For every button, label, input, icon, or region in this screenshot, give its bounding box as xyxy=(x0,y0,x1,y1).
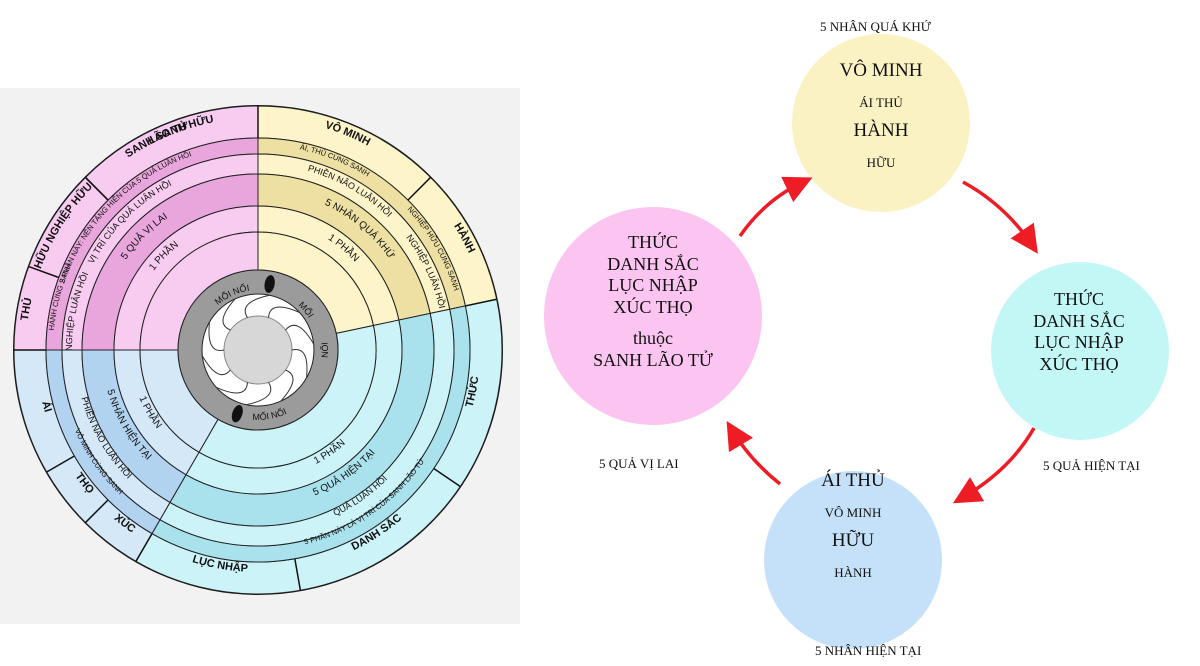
arrow-right-to-bottom xyxy=(952,427,1036,504)
hub-node-1 xyxy=(231,405,243,423)
hub-petal-9 xyxy=(285,324,315,345)
left-extra-1: thuộc xyxy=(633,328,673,349)
outer-segment-label-9-path: THỦ xyxy=(19,297,35,322)
left-line-4: XÚC THỌ xyxy=(613,296,693,317)
bottom-line-2: VÔ MINH xyxy=(824,504,882,520)
hub-label-2-path: NỐI xyxy=(319,342,330,358)
right-circle-text: THỨC DANH SẮC LỤC NHẬP XÚC THỌ xyxy=(990,289,1168,375)
right-line-2: DANH SẮC xyxy=(1033,310,1125,331)
top-circle-text: VÔ MINH ÁI THỦ HÀNH HỮU xyxy=(792,60,970,171)
wheel-segment-divider-2 xyxy=(407,176,432,201)
arrow-bottom-to-left xyxy=(726,420,782,486)
caption-future-results: 5 QUẢ VỊ LAI xyxy=(599,456,679,471)
hub-petal-4 xyxy=(201,355,231,376)
arrow-left-to-top xyxy=(738,176,813,237)
hub-petal-0 xyxy=(291,348,308,379)
left-line-3: LỤC NHẬP xyxy=(608,275,698,296)
circle-present-results xyxy=(991,262,1169,440)
top-line-1: VÔ MINH xyxy=(839,60,923,81)
right-line-4: XÚC THỌ xyxy=(1039,353,1119,374)
bottom-line-3: HỮU xyxy=(831,530,875,552)
top-line-4: HỮU xyxy=(866,155,896,171)
hub-petal-6 xyxy=(222,298,236,331)
circle-past-causes xyxy=(792,34,970,212)
outer-segment-label-9: THỦ xyxy=(19,297,35,322)
outer-segment-label-8-path: ÁI xyxy=(39,400,54,414)
wheel-segment-divider-5 xyxy=(294,558,302,591)
wheel-segment-divider-4 xyxy=(433,467,461,488)
bottom-line-4: HÀNH xyxy=(834,565,872,581)
wheel-segment-divider-3 xyxy=(465,298,497,307)
hub-petal-8 xyxy=(268,306,300,318)
left-extra-2: SANH LÃO TỬ xyxy=(593,349,713,370)
top-line-2: ÁI THỦ xyxy=(859,94,903,110)
hub-petal-1 xyxy=(280,369,294,402)
hub-petal-5 xyxy=(208,321,225,352)
bottom-circle-text: ÁI THỦ VÔ MINH HỮU HÀNH xyxy=(764,470,942,581)
caption-present-causes: 5 NHÂN HIỆN TẠI xyxy=(815,643,922,658)
cycle-diagram xyxy=(544,34,1169,649)
hub-label-2: NỐI xyxy=(319,342,330,358)
wheel-segment-divider-10 xyxy=(28,265,60,279)
hub-petal-7 xyxy=(244,294,270,318)
wheel-segment-divider-8 xyxy=(46,455,75,473)
arrow-top-to-right xyxy=(962,180,1038,254)
circle-present-causes xyxy=(764,471,942,649)
wheel-segment-divider-6 xyxy=(135,533,153,562)
right-line-1: THỨC xyxy=(1054,289,1104,309)
wheel-hub-center xyxy=(223,315,293,385)
hub-petal-2 xyxy=(246,382,272,406)
top-line-3: HÀNH xyxy=(853,120,909,142)
outer-segment-label-8: ÁI xyxy=(39,400,54,414)
left-line-2: DANH SẮC xyxy=(607,253,699,274)
hub-node-0 xyxy=(264,275,275,293)
caption-present-results: 5 QUẢ HIỆN TẠI xyxy=(1043,458,1140,473)
circle-future-results xyxy=(544,207,762,425)
bottom-line-1: ÁI THỦ xyxy=(821,470,885,491)
caption-past-causes: 5 NHÂN QUÁ KHỨ xyxy=(820,19,931,34)
hub-petal-3 xyxy=(216,382,248,394)
left-circle-text: THỨC DANH SẮC LỤC NHẬP XÚC THỌ thuộc SAN… xyxy=(563,232,743,372)
wheel-segment-divider-11 xyxy=(84,176,109,201)
left-line-1: THỨC xyxy=(628,232,678,252)
right-line-3: LỤC NHẬP xyxy=(1034,332,1124,353)
wheel-segment-divider-7 xyxy=(84,499,109,524)
